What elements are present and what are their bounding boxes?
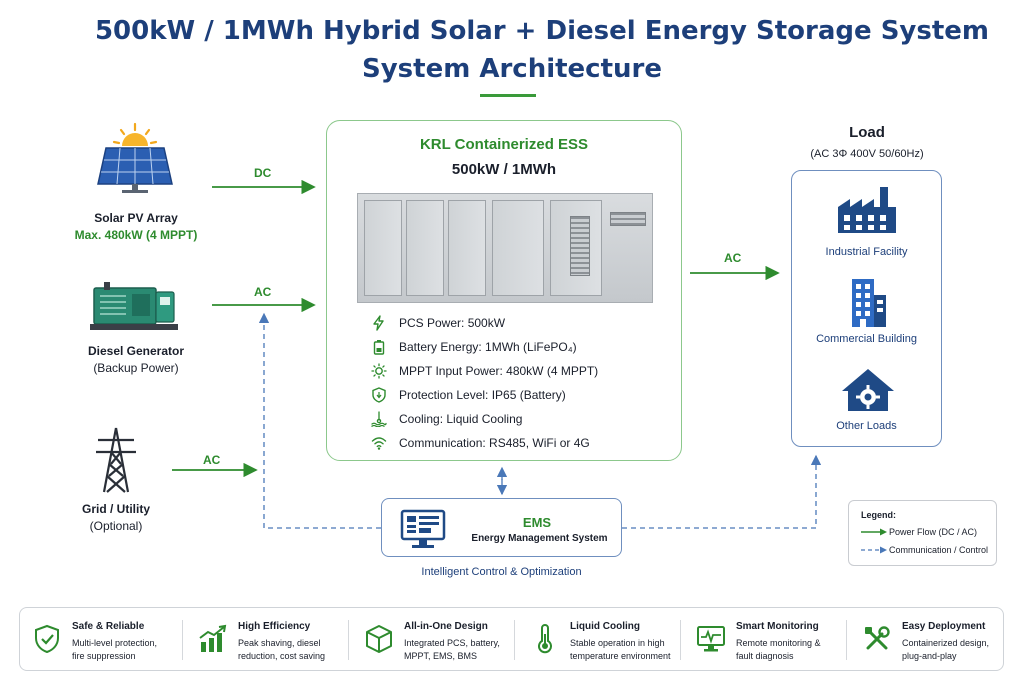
page-title: 500kW / 1MWh Hybrid Solar + Diesel Energ…	[94, 16, 990, 46]
ems-panel: EMS Energy Management System	[381, 498, 622, 557]
flow-label-load: AC	[724, 251, 742, 265]
legend-comm-swatch	[861, 546, 887, 554]
wifi-icon	[371, 435, 387, 451]
container-image	[357, 193, 653, 303]
ems-caption: Intelligent Control & Optimization	[421, 566, 582, 578]
spec-protection: Protection Level: IP65 (Battery)	[371, 387, 566, 403]
feature-item: Safe & Reliable Multi-level protection, f…	[20, 608, 184, 672]
spec-communication: Communication: RS485, WiFi or 4G	[371, 435, 590, 451]
spec-text: Protection Level: IP65 (Battery)	[399, 388, 566, 402]
growth-chart-icon	[198, 624, 228, 654]
shield-check-icon	[32, 624, 62, 654]
load-industrial-label: Industrial Facility	[825, 246, 908, 258]
feature-desc-line: Peak shaving, diesel	[238, 638, 321, 648]
feature-desc-line: Containerized design,	[902, 638, 990, 648]
legend-title: Legend:	[861, 510, 896, 520]
feature-title: High Efficiency	[238, 621, 311, 632]
diesel-source: Diesel Generator (Backup Power)	[54, 344, 218, 375]
ess-capacity: 500kW / 1MWh	[451, 161, 557, 178]
tools-icon	[862, 624, 892, 654]
feature-title: Smart Monitoring	[736, 621, 819, 632]
feature-item: Smart Monitoring Remote monitoring & faul…	[684, 608, 848, 672]
generator-icon	[90, 280, 178, 336]
feature-title: Liquid Cooling	[570, 621, 640, 632]
legend-power: Power Flow (DC / AC)	[889, 527, 978, 537]
feature-title: Safe & Reliable	[72, 621, 145, 632]
sun-icon	[371, 363, 387, 379]
legend-power-swatch	[861, 528, 887, 536]
factory-icon	[836, 185, 898, 235]
solar-source: Solar PV Array Max. 480kW (4 MPPT)	[54, 211, 218, 242]
diesel-note: (Backup Power)	[93, 361, 179, 375]
grid-label: Grid / Utility	[81, 502, 150, 516]
ems-subtitle: Energy Management System	[471, 533, 608, 544]
spec-text: PCS Power: 500kW	[399, 316, 506, 330]
monitor-pulse-icon	[696, 624, 726, 654]
flow-label-solar: DC	[254, 166, 272, 180]
shield-icon	[371, 387, 387, 403]
bolt-icon	[371, 315, 387, 331]
grid-source: Grid / Utility (Optional)	[54, 502, 178, 533]
transmission-tower-icon	[94, 426, 138, 494]
legend-comm: Communication / Control	[889, 545, 989, 555]
feature-title: All-in-One Design	[404, 621, 488, 632]
flow-label-diesel: AC	[254, 285, 272, 299]
ess-panel: KRL Containerized ESS 500kW / 1MWh PCS P…	[326, 120, 682, 461]
house-gear-icon	[840, 367, 896, 413]
feature-item: Liquid Cooling Stable operation in high t…	[518, 608, 682, 672]
feature-desc-line: Multi-level protection,	[72, 638, 158, 648]
spec-text: Battery Energy: 1MWh (LiFePO₄)	[399, 340, 577, 354]
feature-desc-line: reduction, cost saving	[238, 651, 326, 661]
feature-desc-line: fire suppression	[72, 651, 136, 661]
page-subtitle: System Architecture	[361, 54, 662, 84]
diesel-label: Diesel Generator	[87, 344, 185, 358]
feature-desc-line: plug-and-play	[902, 651, 957, 661]
solar-label: Solar PV Array	[94, 211, 178, 225]
feature-strip: Safe & Reliable Multi-level protection, f…	[19, 607, 1004, 671]
feature-desc: Peak shaving, diesel reduction, cost savi…	[238, 637, 325, 663]
feature-desc-line: Remote monitoring &	[736, 638, 821, 648]
spec-battery: Battery Energy: 1MWh (LiFePO₄)	[371, 339, 577, 355]
solar-panel-icon	[94, 122, 176, 194]
load-commercial-label: Commercial Building	[816, 333, 917, 345]
legend: Legend: Power Flow (DC / AC) Communicati…	[848, 500, 997, 566]
load-panel: Industrial Facility Commercial Building …	[791, 170, 942, 447]
feature-desc-line: fault diagnosis	[736, 651, 794, 661]
grid-note: (Optional)	[89, 519, 143, 533]
feature-desc: Containerized design, plug-and-play	[902, 637, 989, 663]
feature-item: Easy Deployment Containerized design, plu…	[850, 608, 1014, 672]
feature-desc-line: temperature environment	[570, 651, 671, 661]
monitor-icon	[400, 509, 446, 549]
feature-item: All-in-One Design Integrated PCS, batter…	[352, 608, 516, 672]
cooling-icon	[371, 411, 387, 428]
load-title: Load	[849, 124, 885, 141]
feature-desc: Stable operation in high temperature envi…	[570, 637, 671, 663]
battery-icon	[371, 339, 387, 355]
feature-desc-line: Stable operation in high	[570, 638, 665, 648]
spec-text: MPPT Input Power: 480kW (4 MPPT)	[399, 364, 599, 378]
cube-icon	[364, 624, 394, 654]
spec-text: Communication: RS485, WiFi or 4G	[399, 436, 590, 450]
comm-ems-load	[622, 454, 822, 529]
ess-title: KRL Containerized ESS	[419, 136, 589, 153]
feature-desc: Multi-level protection, fire suppression	[72, 637, 157, 663]
feature-desc: Integrated PCS, battery, MPPT, EMS, BMS	[404, 637, 500, 663]
feature-desc: Remote monitoring & fault diagnosis	[736, 637, 821, 663]
spec-cooling: Cooling: Liquid Cooling	[371, 411, 523, 428]
feature-desc-line: MPPT, EMS, BMS	[404, 651, 478, 661]
feature-desc-line: Integrated PCS, battery,	[404, 638, 500, 648]
thermometer-icon	[530, 624, 560, 654]
building-icon	[848, 277, 888, 327]
load-spec: (AC 3Φ 400V 50/60Hz)	[810, 148, 924, 160]
load-other-label: Other Loads	[836, 420, 897, 432]
ems-title: EMS	[522, 515, 552, 530]
spec-text: Cooling: Liquid Cooling	[399, 412, 523, 426]
spec-pcs: PCS Power: 500kW	[371, 315, 505, 331]
solar-capacity: Max. 480kW (4 MPPT)	[74, 228, 198, 242]
feature-item: High Efficiency Peak shaving, diesel redu…	[186, 608, 350, 672]
spec-mppt: MPPT Input Power: 480kW (4 MPPT)	[371, 363, 598, 379]
feature-title: Easy Deployment	[902, 621, 986, 632]
title-underline	[480, 94, 536, 97]
flow-label-grid: AC	[203, 453, 221, 467]
